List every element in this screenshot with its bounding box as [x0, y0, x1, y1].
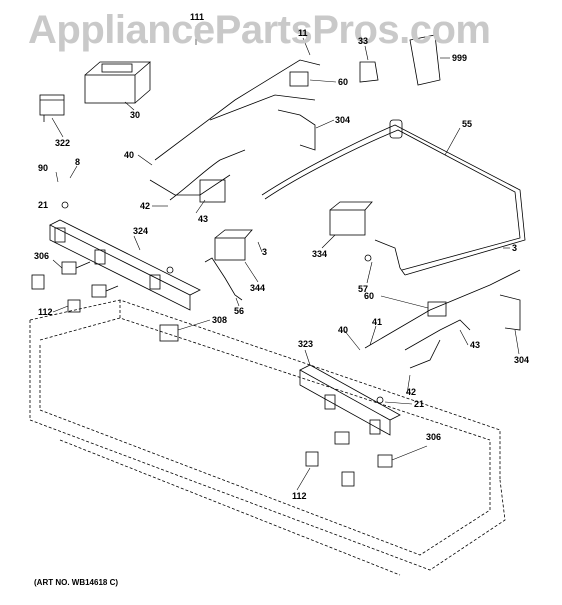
- switch-344: [214, 237, 246, 261]
- callout-304: 304: [335, 115, 351, 125]
- callout-306: 306: [34, 251, 50, 261]
- switch-334: [329, 209, 366, 236]
- callout-308: 308: [212, 315, 228, 325]
- callout-3: 3: [262, 247, 268, 257]
- callout-999: 999: [452, 53, 468, 63]
- callout-40: 40: [124, 150, 135, 160]
- art-number: (ART NO. WB14618 C): [34, 578, 119, 587]
- valve-306-left: [61, 261, 119, 298]
- transformer-322: [39, 94, 65, 122]
- sensor-33: [359, 61, 379, 83]
- callout-8: 8: [75, 157, 81, 167]
- tube-11: [154, 59, 321, 161]
- callout-322: 322: [55, 138, 71, 148]
- tube-43-lower: [404, 319, 471, 351]
- callout-33: 33: [358, 36, 369, 46]
- bracket-304-lower: [499, 294, 521, 331]
- callout-43: 43: [198, 214, 209, 224]
- tube-41: [364, 269, 521, 349]
- regulator-60-lower: [427, 301, 447, 317]
- callout-304-lower: 304: [514, 355, 530, 365]
- knob-bezel-left: [31, 274, 45, 290]
- callout-11: 11: [298, 28, 308, 38]
- callout-40-lower: 40: [338, 325, 349, 335]
- callout-112: 112: [38, 307, 53, 317]
- screws: [61, 201, 384, 404]
- watermark-text: AppliancePartsPros.com: [28, 8, 491, 52]
- pipe-cap: [389, 119, 403, 139]
- callout-42-lower: 42: [406, 387, 417, 397]
- callout-344: 344: [250, 283, 266, 293]
- callout-41: 41: [372, 317, 383, 327]
- callout-30: 30: [130, 110, 141, 120]
- bracket-43: [199, 179, 226, 203]
- tube-42-upper: [169, 149, 246, 201]
- leader-lines: [51, 26, 520, 491]
- callout-90: 90: [38, 163, 49, 173]
- valve-306-right: [334, 431, 393, 468]
- bracket-304-upper: [277, 109, 316, 151]
- callout-42: 42: [140, 201, 151, 211]
- callout-56: 56: [234, 306, 245, 316]
- callout-112-lower: 112: [292, 491, 307, 501]
- callout-323: 323: [298, 339, 314, 349]
- manifold-324: [49, 219, 201, 311]
- tube-57: [374, 239, 406, 276]
- gas-pipe-55: [261, 124, 526, 276]
- manifold-323: [299, 364, 401, 436]
- label-999: [409, 34, 441, 86]
- callout-111: 111: [190, 12, 205, 22]
- knob-112-right: [305, 451, 319, 467]
- tube-56: [204, 257, 243, 301]
- valve-308: [159, 324, 179, 342]
- tube-42-lower: [409, 339, 441, 369]
- regulator-60-upper: [289, 71, 309, 87]
- callout-55: 55: [462, 119, 473, 129]
- callout-306-lower: 306: [426, 432, 442, 442]
- knob-bezel-right: [341, 471, 355, 487]
- tube-43-upper: [149, 174, 231, 196]
- callout-334: 334: [312, 249, 328, 259]
- module-30: [84, 61, 152, 104]
- callout-324: 324: [133, 226, 149, 236]
- callout-57: 57: [358, 284, 369, 294]
- callout-60-lower: 60: [364, 291, 375, 301]
- callout-43-lower: 43: [470, 340, 481, 350]
- callout-21-lower: 21: [414, 399, 425, 409]
- callout-3-right: 3: [512, 243, 518, 253]
- callout-21: 21: [38, 200, 49, 210]
- callout-60: 60: [338, 77, 349, 87]
- cooktop-body: [29, 299, 506, 576]
